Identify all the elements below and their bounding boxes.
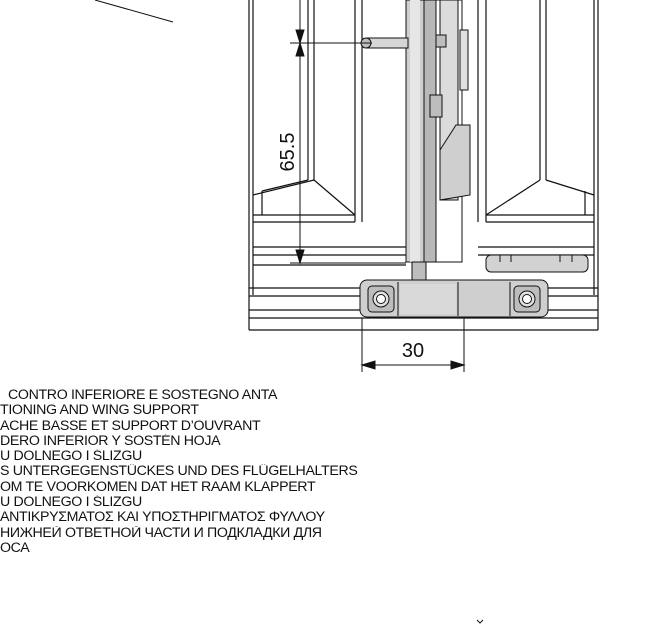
wing-support xyxy=(485,254,589,273)
leader-line xyxy=(94,0,174,23)
dimension-vertical xyxy=(290,0,406,265)
caption-line: U DOLNEGO I ŚLIZGU xyxy=(0,495,142,511)
caption-line: OM TE VOORKOMEN DAT HET RAAM KLAPPERT xyxy=(0,479,316,495)
caption-line: S UNTERGEGENSTÜCKES UND DES FLÜGELHALTER… xyxy=(0,464,358,480)
caption-line: НИЖНЕЙ ОТВЕТНОЙ ЧАСТИ И ПОДКЛАДКИ ДЛЯ xyxy=(0,525,322,541)
caption-line: TIONING AND WING SUPPORT xyxy=(0,403,199,419)
caption-block: CONTRO INFERIORE E SOSTEGNO ANTA TIONING… xyxy=(0,388,460,556)
caption-line: ACHE BASSE ET SUPPORT D’OUVRANT xyxy=(0,418,261,434)
caption-line: ΑΝΤΙΚΡΥΣΜΑΤΟΣ ΚΑΙ ΥΠΟΣΤΗΡΙΓΜΑΤΟΣ ΦΥΛΛΟΥ xyxy=(0,510,325,526)
caption-line: CONTRO INFERIORE E SOSTEGNO ANTA xyxy=(8,388,278,403)
bottom-keeper xyxy=(359,279,549,318)
central-hardware xyxy=(360,0,471,281)
dimension-horizontal xyxy=(360,318,466,372)
caption-line: U DOLNEGO I ŚLIZGU xyxy=(0,449,142,465)
dimension-label-vertical: 65.5 xyxy=(277,133,299,172)
diacritic-mark xyxy=(476,619,484,624)
window-frame xyxy=(248,0,599,331)
caption-line: DERO INFERIOR Y SOSTÉN HOJA xyxy=(0,433,221,449)
dimension-label-horizontal: 30 xyxy=(402,340,424,362)
caption-line: ОСА xyxy=(0,540,30,556)
